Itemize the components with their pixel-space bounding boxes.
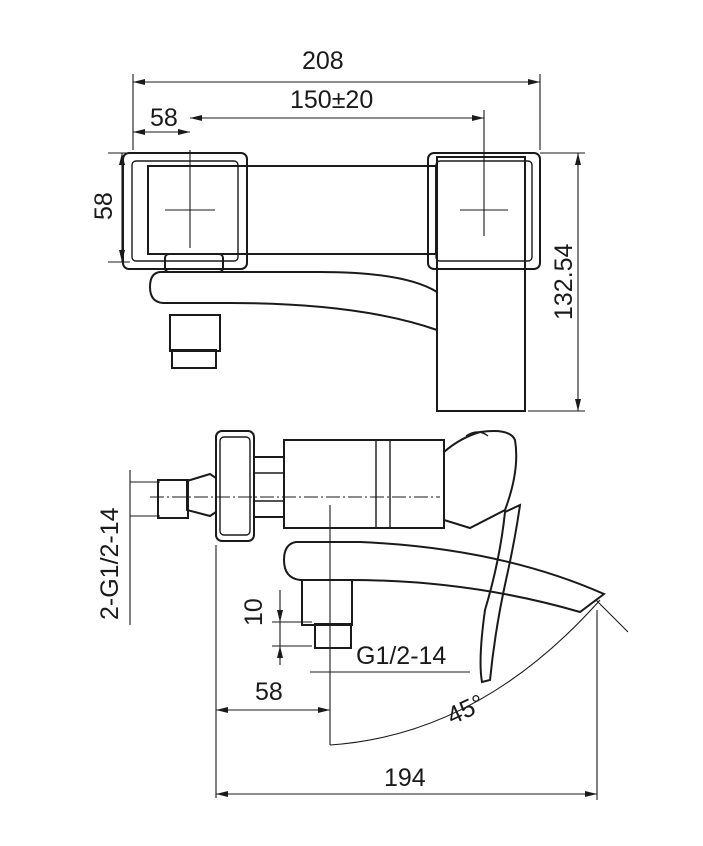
side-view: 45° 2-G1/2-14 10 G1/2-14 58 194 xyxy=(96,430,629,800)
top-view: 208 150±20 58 58 132.54 xyxy=(90,47,585,412)
inlet-thread-label: 2-G1/2-14 xyxy=(96,507,124,620)
angle-45-label: 45° xyxy=(443,689,489,730)
dim-132-label: 132.54 xyxy=(550,243,578,320)
main-body-side xyxy=(283,439,445,529)
handle-tail xyxy=(479,503,522,684)
dim-194-label: 194 xyxy=(384,764,426,792)
outlet-thread xyxy=(171,349,217,369)
dim-58-top-label: 58 xyxy=(150,104,178,132)
inlet-thread xyxy=(157,479,189,519)
dim-58-bottom-label: 58 xyxy=(255,678,283,706)
left-escutcheon xyxy=(122,152,248,270)
lever-handle xyxy=(443,430,518,530)
dim-208-label: 208 xyxy=(302,47,344,75)
inlet-stub xyxy=(186,472,217,518)
spout-top-view xyxy=(148,271,438,332)
body-nut xyxy=(253,456,285,518)
outlet-fitting xyxy=(169,314,221,352)
outlet-thread-side xyxy=(314,623,352,649)
wall-flange xyxy=(215,430,255,542)
left-escutcheon-inner xyxy=(131,160,239,262)
spout-side-view xyxy=(282,541,606,614)
dim-58-left-label: 58 xyxy=(90,192,118,220)
outlet-thread-label: G1/2-14 xyxy=(356,642,446,670)
outlet-pipe xyxy=(301,579,353,626)
dim-10-label: 10 xyxy=(240,598,268,626)
dim-150-label: 150±20 xyxy=(290,86,373,114)
handle-lever xyxy=(436,156,526,412)
